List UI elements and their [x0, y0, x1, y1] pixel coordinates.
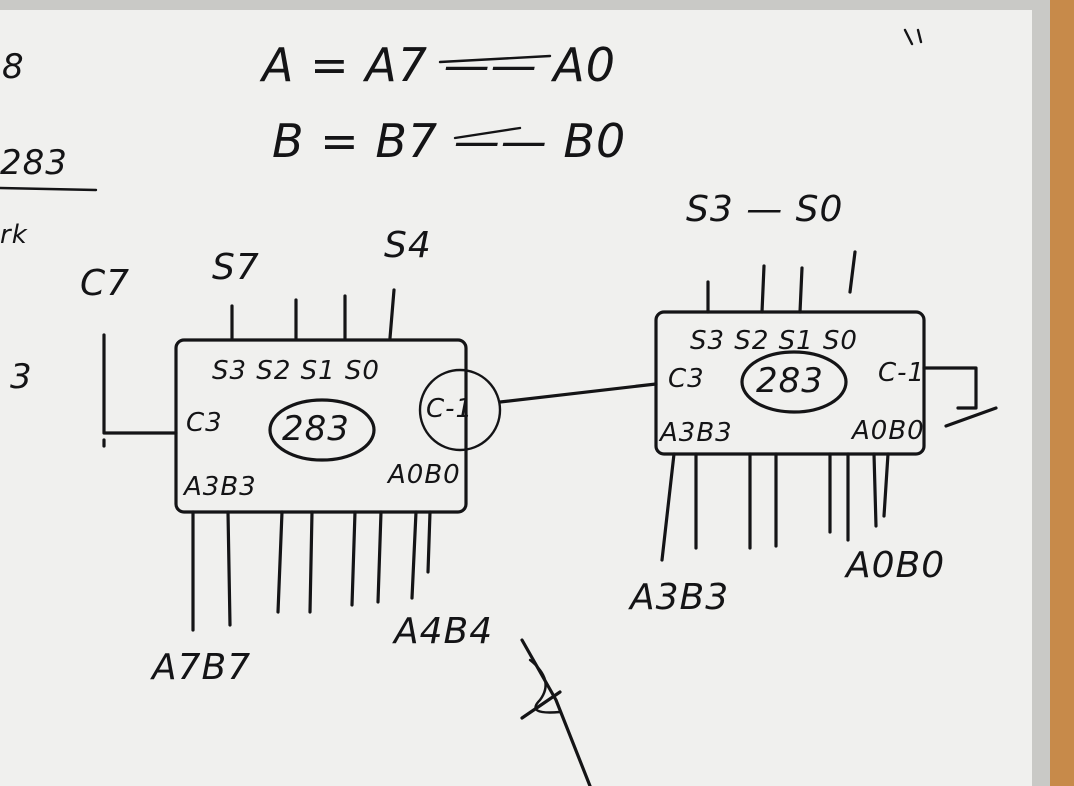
low-adder-chip [654, 250, 998, 562]
low-adder-pin-msb-operands: A3B3 [660, 418, 733, 448]
low-adder-name-ring [740, 350, 848, 414]
low-adder-sum-lines [706, 250, 857, 314]
high-adder-input-lsb: A4B4 [394, 611, 494, 652]
high-adder-pin-msb-operands: A3B3 [184, 472, 257, 502]
left-edge-fragment-2: 283 [0, 143, 68, 183]
high-adder-pin-lsb-operands: A0B0 [388, 460, 461, 490]
high-adder-sum-lines [230, 288, 396, 340]
left-edge-fragment-1: 8 [2, 47, 25, 87]
left-edge-fragment-3: rk [0, 220, 28, 250]
high-adder-carry-out-pin: C3 [186, 408, 223, 438]
low-adder-chip-name: 283 [756, 361, 824, 401]
low-adder-out-range: S3 — S0 [686, 189, 844, 230]
low-adder-sum-pins: S3 S2 S1 S0 [690, 326, 858, 356]
high-adder-sum-pins: S3 S2 S1 S0 [212, 356, 380, 386]
high-adder-out-lsb: S4 [384, 225, 432, 266]
heading-underline [0, 186, 98, 192]
corner-tick-mark [903, 28, 923, 46]
high-adder-input-lines [191, 510, 432, 632]
carry-link-wire [498, 382, 658, 404]
high-adder-name-ring [268, 398, 376, 462]
high-adder-chip [102, 288, 502, 632]
low-adder-input-lsb: A0B0 [846, 545, 946, 586]
high-adder-body [174, 338, 468, 514]
low-adder-input-msb: A3B3 [630, 577, 730, 618]
low-adder-body [654, 310, 926, 456]
stray-arrow-stroke [520, 638, 592, 786]
equation-dash-a [438, 54, 552, 64]
high-adder-chip-name: 283 [282, 409, 350, 449]
equation-a-range: A = A7 —— A0 [262, 38, 616, 92]
high-adder-input-msb: A7B7 [152, 647, 252, 688]
low-adder-pin-lsb-operands: A0B0 [852, 416, 925, 446]
equation-dash-b [453, 126, 522, 140]
low-adder-carry-in-pin: C-1 [878, 358, 926, 388]
equation-b-range: B = B7 —— B0 [272, 114, 627, 168]
low-adder-input-lines [660, 452, 890, 562]
stray-scribble [528, 658, 562, 714]
low-adder-carry-out-pin: C3 [668, 364, 705, 394]
board-surface [0, 10, 1032, 786]
high-adder-carry-in-pin: C-1 [426, 394, 474, 424]
high-adder-carry-in-ring [418, 368, 502, 452]
high-adder-carry-out-label: C7 [80, 263, 131, 304]
carry-in-ground-wire [922, 366, 998, 428]
high-adder-out-msb: S7 [212, 247, 260, 288]
carry-out-wire [102, 333, 178, 448]
left-edge-fragment-4: 3 [10, 357, 33, 397]
